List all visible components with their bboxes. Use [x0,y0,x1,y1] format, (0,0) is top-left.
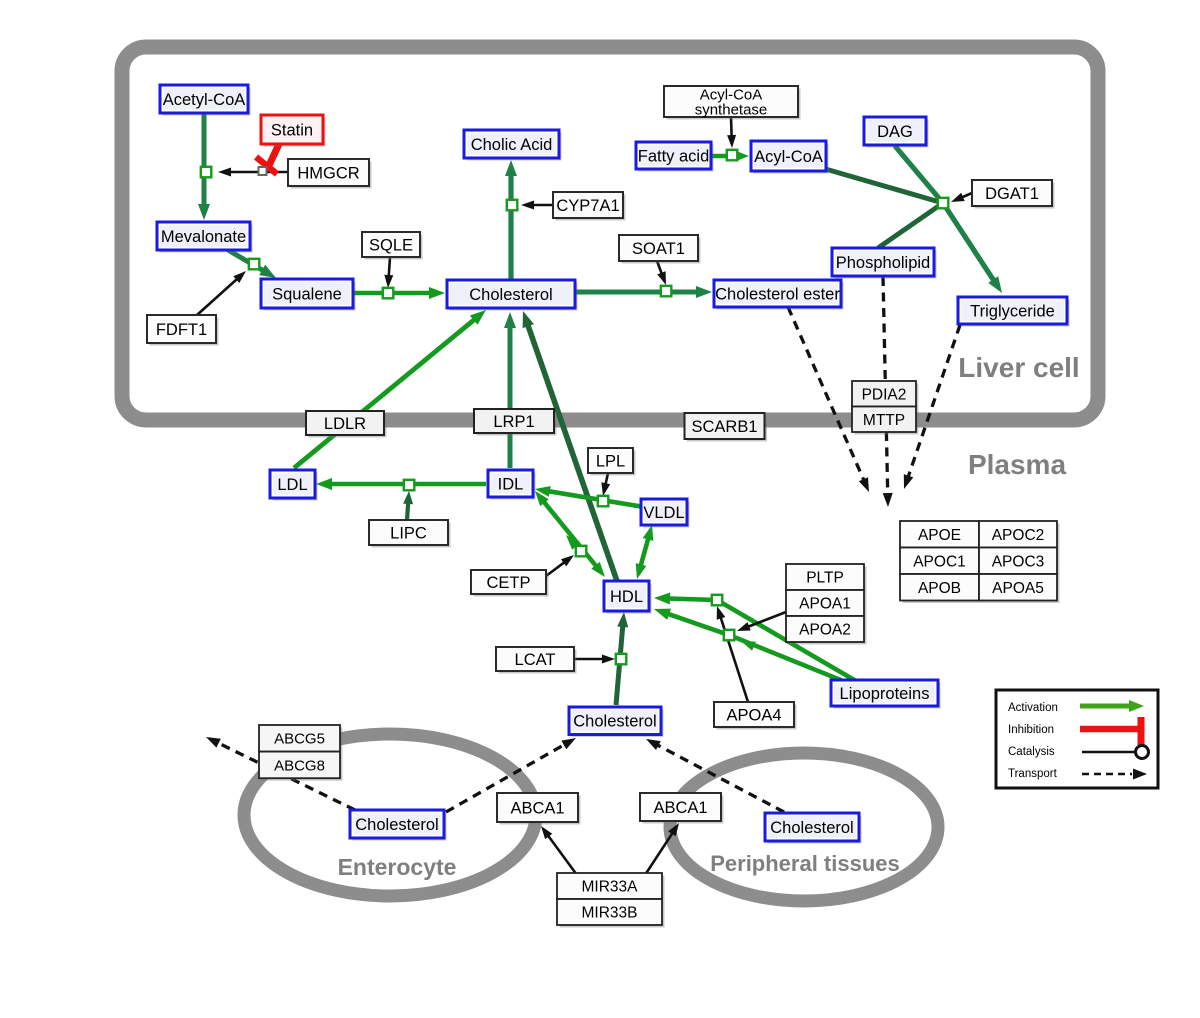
svg-text:MIR33B: MIR33B [582,905,638,922]
svg-text:MIR33A: MIR33A [582,879,639,896]
svg-text:APOB: APOB [918,580,961,597]
svg-text:ABCG5: ABCG5 [274,731,325,748]
svg-text:Fatty acid: Fatty acid [638,147,710,165]
svg-text:Cholesterol: Cholesterol [770,819,853,837]
svg-text:HDL: HDL [610,588,643,606]
svg-text:MTTP: MTTP [863,412,905,429]
svg-text:Enterocyte: Enterocyte [338,854,457,880]
svg-text:Acetyl-CoA: Acetyl-CoA [163,91,246,109]
svg-text:Acyl-CoA: Acyl-CoA [754,148,823,166]
svg-text:HMGCR: HMGCR [297,164,359,182]
svg-text:IDL: IDL [498,475,524,493]
svg-text:Cholic Acid: Cholic Acid [471,136,553,154]
svg-text:Inhibition: Inhibition [1008,724,1054,736]
svg-text:ABCA1: ABCA1 [510,799,564,817]
svg-text:PLTP: PLTP [806,570,844,587]
svg-text:SOAT1: SOAT1 [632,240,685,258]
svg-text:ABCA1: ABCA1 [653,799,707,817]
svg-text:Lipoproteins: Lipoproteins [840,685,930,703]
svg-text:CYP7A1: CYP7A1 [556,197,619,215]
svg-text:Triglyceride: Triglyceride [970,302,1055,320]
svg-text:APOC2: APOC2 [992,527,1045,544]
svg-text:VLDL: VLDL [643,504,684,522]
svg-text:CETP: CETP [486,574,530,592]
svg-text:Catalysis: Catalysis [1008,746,1055,758]
svg-text:synthetase: synthetase [695,102,768,119]
svg-text:Cholesterol: Cholesterol [469,286,552,304]
svg-text:Liver cell: Liver cell [958,352,1079,383]
svg-text:SQLE: SQLE [369,236,413,254]
svg-text:APOA1: APOA1 [799,596,851,613]
svg-text:Acyl-CoA: Acyl-CoA [700,87,763,104]
svg-text:Peripheral tissues: Peripheral tissues [710,851,900,876]
svg-text:APOC3: APOC3 [992,553,1045,570]
svg-text:Cholesterol: Cholesterol [573,713,656,731]
svg-text:Cholesterol: Cholesterol [355,816,438,834]
svg-text:LPL: LPL [596,452,625,470]
svg-text:Squalene: Squalene [272,285,342,303]
svg-text:DAG: DAG [877,123,913,141]
svg-text:APOA5: APOA5 [992,580,1044,597]
svg-text:LIPC: LIPC [390,524,427,542]
svg-text:LRP1: LRP1 [493,413,534,431]
svg-text:PDIA2: PDIA2 [862,386,907,403]
svg-text:DGAT1: DGAT1 [985,185,1039,203]
svg-text:APOC1: APOC1 [913,553,966,570]
svg-text:Cholesterol ester: Cholesterol ester [715,285,840,303]
svg-text:LDLR: LDLR [324,415,366,433]
svg-text:Phospholipid: Phospholipid [836,254,931,272]
svg-text:Plasma: Plasma [968,449,1066,480]
svg-text:LDL: LDL [277,476,307,494]
svg-text:APOA2: APOA2 [799,622,851,639]
svg-text:Mevalonate: Mevalonate [161,228,246,246]
svg-text:Transport: Transport [1008,768,1058,780]
svg-text:APOA4: APOA4 [726,706,781,724]
svg-text:ABCG8: ABCG8 [274,757,325,774]
svg-text:APOE: APOE [918,527,961,544]
svg-text:FDFT1: FDFT1 [156,321,207,339]
svg-text:SCARB1: SCARB1 [691,418,757,436]
svg-text:Statin: Statin [271,121,313,139]
svg-text:Activation: Activation [1008,702,1058,714]
svg-text:LCAT: LCAT [515,651,556,669]
